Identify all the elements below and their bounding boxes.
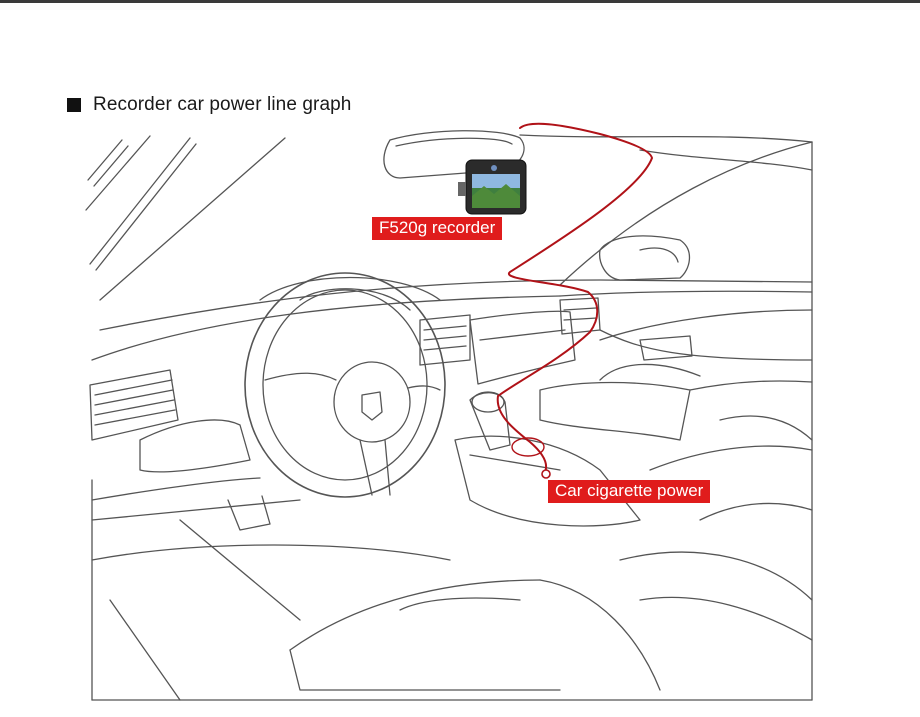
recorder-callout: F520g recorder bbox=[372, 217, 503, 240]
section-title: Recorder car power line graph bbox=[93, 94, 352, 115]
power-socket-callout: Car cigarette power bbox=[548, 480, 711, 503]
windshield-glare-lines bbox=[85, 135, 286, 301]
black-square-icon bbox=[67, 98, 81, 112]
center-air-vents bbox=[419, 297, 601, 366]
section-heading: Recorder car power line graph bbox=[67, 94, 351, 116]
gear-shifter bbox=[454, 391, 641, 527]
rear-view-mirror bbox=[383, 130, 525, 179]
top-divider bbox=[0, 0, 920, 3]
steering-wheel bbox=[244, 272, 446, 498]
left-air-vent bbox=[89, 369, 179, 441]
power-cable bbox=[496, 122, 654, 479]
dashcam-recorder bbox=[458, 159, 527, 215]
